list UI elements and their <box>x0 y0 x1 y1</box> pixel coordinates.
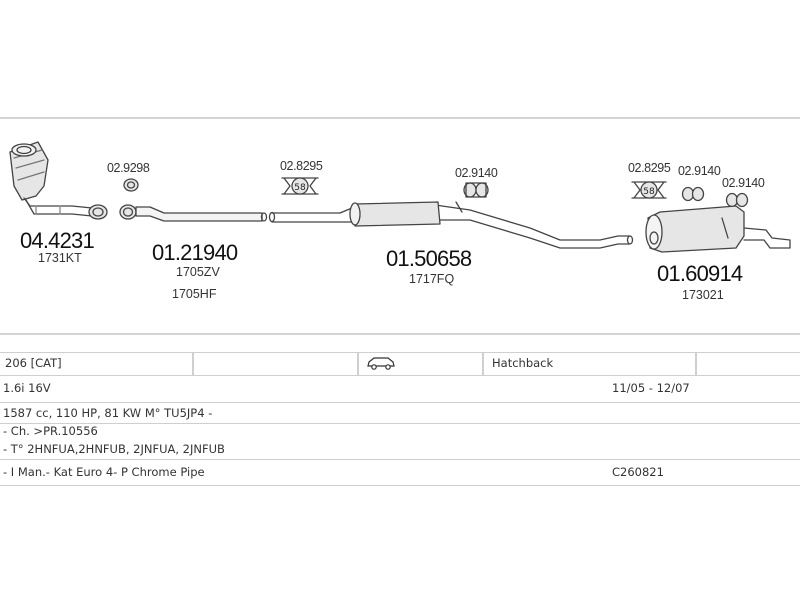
middle-silencer-part-number: 01.50658 <box>386 246 472 271</box>
clamp-2-part[interactable] <box>631 181 667 199</box>
middle-silencer-part[interactable] <box>268 201 634 249</box>
separator-line <box>0 333 800 335</box>
chassis-cell: - Ch. >PR.10556 <box>3 424 98 438</box>
catalyst-part-number: 04.4231 <box>20 228 94 253</box>
table-row: 206 [CAT] Hatchback <box>0 352 800 376</box>
rubber-3-part[interactable] <box>725 192 749 208</box>
front-pipe-part[interactable] <box>119 204 268 222</box>
clamp-1-badge: 58 <box>294 183 306 193</box>
specs-cell: 1587 cc, 110 HP, 81 KW M° TU5JP4 - <box>3 406 213 420</box>
rubber-3-label: 02.9140 <box>722 176 765 190</box>
middle-silencer-ref: 1717FQ <box>409 272 454 286</box>
table-row: 1587 cc, 110 HP, 81 KW M° TU5JP4 - <box>0 403 800 424</box>
front-pipe-ref-2: 1705HF <box>172 287 217 301</box>
rubber-1-part[interactable] <box>463 182 489 198</box>
car-icon <box>366 356 396 378</box>
clamp-1-label: 02.8295 <box>280 159 323 173</box>
catalyst-part[interactable] <box>9 141 108 220</box>
gasket-part[interactable] <box>123 178 139 192</box>
clamp-2-badge: 58 <box>643 187 655 197</box>
clamp-1-part[interactable] <box>281 177 319 195</box>
note-cell: - I Man.- Kat Euro 4- P Chrome Pipe <box>3 465 205 479</box>
engine-codes-cell: - T° 2HNFUA,2HNFUB, 2JNFUA, 2JNFUB <box>3 442 225 456</box>
rubber-2-label: 02.9140 <box>678 164 721 178</box>
engine-cell: 1.6i 16V <box>3 381 51 395</box>
table-row: - I Man.- Kat Euro 4- P Chrome Pipe C260… <box>0 460 800 486</box>
gasket-label: 02.9298 <box>107 161 150 175</box>
front-pipe-part-number: 01.21940 <box>152 240 238 265</box>
top-border <box>0 117 800 119</box>
table-row: - Ch. >PR.10556 <box>0 424 800 439</box>
rear-silencer-ref: 173021 <box>682 288 724 302</box>
body-type-cell: Hatchback <box>492 356 554 370</box>
rubber-2-part[interactable] <box>681 186 705 202</box>
code-cell: C260821 <box>612 465 664 479</box>
catalyst-ref: 1731KT <box>38 251 82 265</box>
front-pipe-ref-1: 1705ZV <box>176 265 220 279</box>
table-row: - T° 2HNFUA,2HNFUB, 2JNFUA, 2JNFUB <box>0 439 800 460</box>
model-cell: 206 [CAT] <box>5 356 62 370</box>
rear-silencer-part[interactable] <box>645 205 791 253</box>
date-range-cell: 11/05 - 12/07 <box>612 381 690 395</box>
clamp-2-label: 02.8295 <box>628 161 671 175</box>
rubber-1-label: 02.9140 <box>455 166 498 180</box>
table-row: 1.6i 16V 11/05 - 12/07 <box>0 375 800 403</box>
rear-silencer-part-number: 01.60914 <box>657 261 743 286</box>
